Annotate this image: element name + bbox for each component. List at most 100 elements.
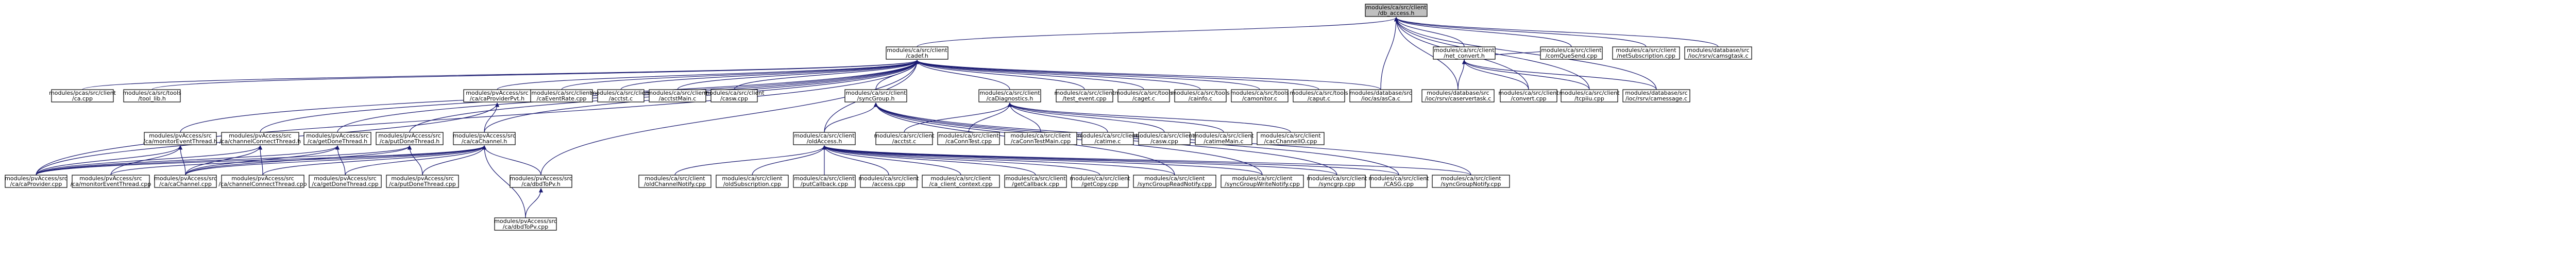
file-node-acctstMain[interactable]: modules/ca/src/client/acctstMain.c [647, 89, 708, 102]
file-node-camonitor[interactable]: modules/ca/src/tools/camonitor.c [1230, 89, 1289, 102]
file-node-caConnTestMain[interactable]: modules/ca/src/client/caConnTestMain.cpp [1004, 132, 1077, 145]
file-node-label: modules/ca/src/client [645, 175, 705, 182]
file-node-dbdToPvcpp[interactable]: modules/pvAccess/src/ca/dbdToPv.cpp [494, 217, 557, 231]
file-node-box [937, 132, 1000, 145]
dependency-edge [752, 145, 827, 176]
file-node-cainfo[interactable]: modules/ca/src/tools/cainfo.c [1171, 89, 1230, 102]
file-node-label: modules/database/src [1687, 47, 1749, 54]
file-node-pcas[interactable]: modules/pcas/src/client/ca.cpp [49, 89, 116, 102]
file-node-monitorEventThreadh[interactable]: modules/pvAccess/src/ca/monitorEventThre… [143, 132, 217, 145]
file-node-caput[interactable]: modules/ca/src/tools/caput.c [1290, 89, 1348, 102]
file-node-syncGroupReadNotify[interactable]: modules/ca/src/client/syncGroupReadNotif… [1133, 175, 1216, 188]
file-node-label: modules/ca/src/client [704, 90, 765, 96]
file-node-box [530, 89, 593, 102]
file-node-syncgrp[interactable]: modules/ca/src/client/syncgrp.cpp [1307, 175, 1367, 188]
file-node-putDoneThreadh[interactable]: modules/pvAccess/src/ca/putDoneThread.h [376, 132, 444, 145]
dependency-edge [36, 145, 412, 176]
file-node-label: /ioc/rsrv/camessage.c [1625, 95, 1687, 102]
file-node-putDoneThreadcpp[interactable]: modules/pvAccess/src/ca/putDoneThread.cp… [386, 175, 459, 188]
file-node-box [1004, 132, 1077, 145]
file-node-convert[interactable]: modules/ca/src/client/convert.cpp [1498, 89, 1559, 102]
file-node-label: /convert.cpp [1511, 95, 1546, 102]
file-node-getCallback[interactable]: modules/ca/src/client/getCallback.cpp [1004, 175, 1067, 188]
file-node-acctstc2[interactable]: modules/ca/src/client/acctst.c [874, 132, 935, 145]
file-node-casw[interactable]: modules/ca/src/client/casw.cpp [704, 89, 765, 102]
file-node-catime[interactable]: modules/ca/src/client/catime.c [1077, 132, 1138, 145]
file-node-camessage[interactable]: modules/database/src/ioc/rsrv/camessage.… [1622, 89, 1690, 102]
file-node-label: /ca/channelConnectThread.cpp [218, 181, 307, 187]
file-node-caget[interactable]: modules/ca/src/tools/caget.c [1114, 89, 1173, 102]
file-node-label: modules/pvAccess/src [391, 175, 454, 182]
file-node-caEventRate[interactable]: modules/ca/src/client/caEventRate.cpp [530, 89, 593, 102]
file-node-label: modules/ca/src/client [1010, 132, 1071, 139]
file-node-monitorEventThreadcpp[interactable]: modules/pvAccess/src/ca/monitorEventThre… [71, 175, 151, 188]
file-node-oldAccess[interactable]: modules/ca/src/client/oldAccess.h [793, 132, 856, 145]
file-node-cadefh[interactable]: modules/ca/src/client/cadef.h [886, 46, 948, 60]
file-node-getDoneThreadcpp[interactable]: modules/pvAccess/src/ca/getDoneThread.cp… [309, 175, 382, 188]
file-node-oldSubscription[interactable]: modules/ca/src/client/oldSubscription.cp… [716, 175, 789, 188]
file-node-label: modules/pvAccess/src [79, 175, 142, 182]
file-node-test_event[interactable]: modules/ca/src/client/test_event.cpp [1054, 89, 1115, 102]
dependency-edge [1394, 17, 1465, 47]
file-node-label: /ca/monitorEventThread.h [143, 138, 217, 145]
file-node-CASG[interactable]: modules/ca/src/client/CASG.cpp [1368, 175, 1429, 188]
file-node-tool_lib[interactable]: modules/ca/src/tools/tool_lib.h [123, 89, 181, 102]
file-node-ca_client_context[interactable]: modules/ca/src/client/ca_client_context.… [922, 175, 1000, 188]
file-node-label: /db_access.h [1378, 10, 1415, 16]
file-node-caservertask[interactable]: modules/database/src/ioc/rsrv/caserverta… [1421, 89, 1495, 102]
file-node-label: /acctst.c [609, 95, 633, 102]
file-node-asCa[interactable]: modules/database/src/ioc/as/asCa.c [1349, 89, 1412, 102]
file-node-caChannelcpp[interactable]: modules/pvAccess/src/ca/caChannel.cpp [154, 175, 217, 188]
file-node-rsrv_camsgtask[interactable]: modules/database/src/ioc/rsrv/camsgtask.… [1684, 46, 1752, 60]
file-node-label: /test_event.cpp [1062, 95, 1106, 102]
file-node-box [875, 132, 933, 145]
file-node-syncGroupWriteNotify[interactable]: modules/ca/src/client/syncGroupWriteNoti… [1221, 175, 1304, 188]
file-node-casw2[interactable]: modules/ca/src/client/casw.cpp [1134, 132, 1195, 145]
file-node-netSubscription[interactable]: modules/ca/src/client/netSubscription.cp… [1612, 46, 1680, 60]
dependency-edge [822, 145, 889, 176]
file-node-box [793, 132, 856, 145]
file-node-channelConnectThreadh[interactable]: modules/pvAccess/src/ca/channelConnectTh… [219, 132, 301, 145]
file-node-getCopy[interactable]: modules/ca/src/client/getCopy.cpp [1070, 175, 1130, 188]
file-node-net_convert[interactable]: modules/ca/src/client/net_convert.h [1433, 46, 1496, 60]
dependency-edge [914, 60, 1144, 90]
file-node-caDiagnostics[interactable]: modules/ca/src/client/caDiagnostics.h [978, 89, 1041, 102]
file-node-label: /caput.c [1308, 95, 1330, 102]
file-node-label: modules/ca/src/client [1559, 90, 1620, 96]
dependency-edge [497, 60, 919, 90]
file-node-channelConnectThreadcpp[interactable]: modules/pvAccess/src/ca/channelConnectTh… [218, 175, 307, 188]
file-node-caChannelh[interactable]: modules/pvAccess/src/ca/caChannel.h [453, 132, 516, 145]
file-node-cacIO[interactable]: modules/ca/src/client/cacChannelIO.cpp [1257, 132, 1325, 145]
file-node-caConnTest[interactable]: modules/ca/src/client/caConnTest.cpp [937, 132, 1000, 145]
file-node-oldChannelNotify[interactable]: modules/ca/src/client/oldChannelNotify.c… [638, 175, 711, 188]
file-node-caProviderPvt[interactable]: modules/pvAccess/src/ca/caProviderPvt.h [463, 89, 531, 102]
file-node-box [710, 89, 758, 102]
file-node-getDoneThreadh[interactable]: modules/pvAccess/src/ca/getDoneThread.h [303, 132, 371, 145]
file-node-label: /casw.cpp [720, 95, 748, 102]
dependency-edge [36, 145, 263, 176]
file-node-comQueSend[interactable]: modules/ca/src/client/comQueSend.cpp [1540, 46, 1603, 60]
file-node-syncGroupNotify[interactable]: modules/ca/src/client/syncGroupNotify.cp… [1432, 175, 1510, 188]
dependency-edge [1394, 17, 1719, 47]
file-node-caProvider[interactable]: modules/pvAccess/src/ca/caProvider.cpp [5, 175, 67, 188]
file-node-tcpiiu[interactable]: modules/ca/src/client/tcpiiu.cpp [1559, 89, 1620, 102]
file-node-box [453, 132, 516, 145]
file-node-caStatush[interactable]: modules/pvAccess/src/ca/dbdToPv.h [510, 175, 572, 188]
file-node-acctst[interactable]: modules/ca/src/client/acctst.c [590, 89, 651, 102]
file-node-putCallback[interactable]: modules/ca/src/client/putCallback.cpp [793, 175, 856, 188]
dependency-edge [914, 60, 1085, 90]
file-node-label: modules/pvAccess/src [154, 175, 217, 182]
file-node-label: modules/ca/src/client [1541, 47, 1602, 54]
file-node-box [1612, 46, 1680, 60]
file-node-label: modules/ca/src/client [1434, 47, 1495, 54]
dependency-edge [914, 60, 1260, 90]
file-node-box [309, 175, 382, 188]
file-node-syncGroup[interactable]: modules/ca/src/client/syncGroup.h [844, 89, 907, 102]
file-node-box [1174, 89, 1227, 102]
file-node-box [1365, 4, 1428, 17]
file-node-catimeMain[interactable]: modules/ca/src/client/catimeMain.c [1193, 132, 1254, 145]
file-node-root[interactable]: modules/ca/src/client/db_access.h [1365, 4, 1428, 17]
dependency-edge [1007, 102, 1224, 133]
file-node-label: /CASG.cpp [1384, 181, 1414, 187]
file-node-access[interactable]: modules/ca/src/client/access.cpp [858, 175, 919, 188]
